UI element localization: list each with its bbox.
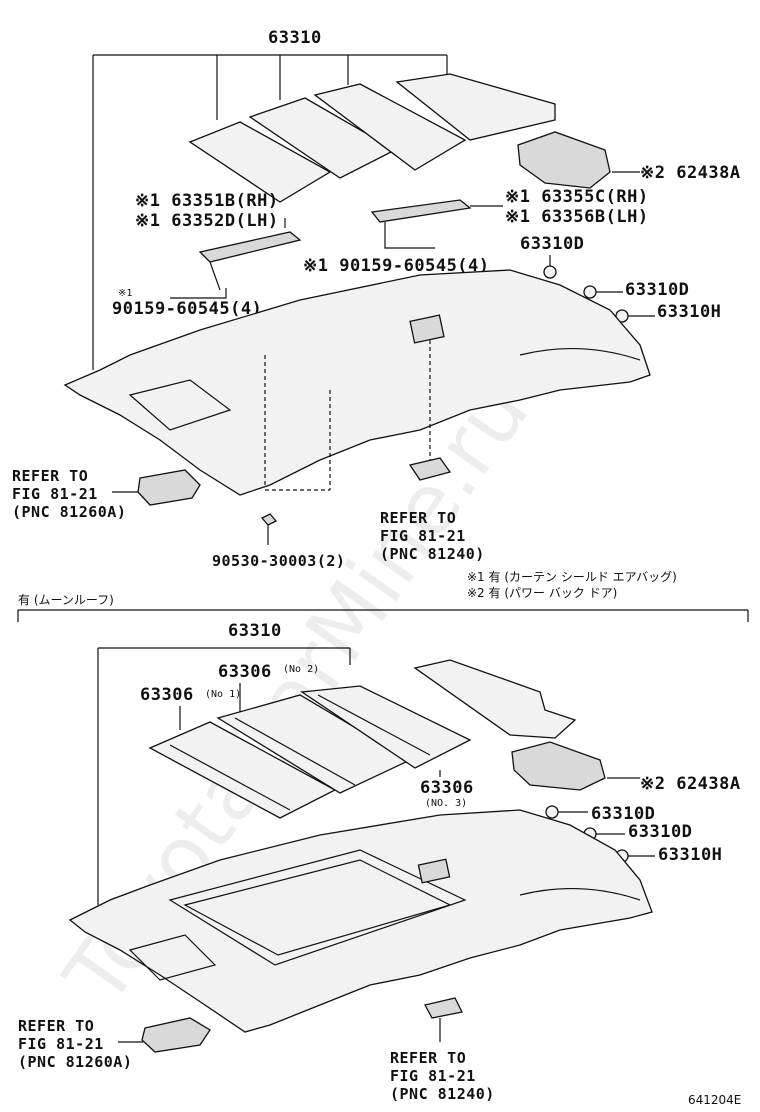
callout-63306-no2-sub: (No 2) [283, 664, 319, 675]
refer-left-bottom-1: REFER TO [18, 1017, 94, 1035]
rear-pad-bottom [413, 659, 577, 739]
figure-code: 641204E [688, 1093, 741, 1107]
refer-left-top-3: (PNC 81260A) [12, 503, 126, 521]
callout-63310d-bottom-a: 63310D [591, 804, 655, 824]
headliner-bottom [68, 809, 653, 1033]
headliner-pads-top [188, 73, 556, 203]
pad-62438a-bottom [511, 741, 606, 791]
refer-left-top-2: FIG 81-21 [12, 485, 98, 503]
refer-left-bottom-3: (PNC 81260A) [18, 1053, 132, 1071]
callout-63306-no3-sub: (NO. 3) [425, 798, 467, 809]
callout-63310h-bottom: 63310H [658, 845, 722, 865]
callout-63310-bottom: 63310 [228, 621, 282, 641]
top-section: 63310 ※2 62438A ※1 63351B(RH) ※1 63352D(… [12, 28, 741, 600]
callout-63310d-top-b: 63310D [625, 280, 689, 300]
callout-62438a-bottom: ※2 62438A [640, 774, 741, 794]
note-2: ※2 有 (パワー バック ドア) [467, 586, 617, 600]
section-divider-label: 有 (ムーンルーフ) [18, 593, 114, 607]
assist-grip-left [198, 231, 302, 263]
callout-90530: 90530-30003(2) [212, 552, 345, 570]
map-lamp-top [137, 469, 201, 506]
callout-63310-top: 63310 [268, 28, 322, 48]
callout-90159-left: 90159-60545(4) [112, 299, 262, 319]
callout-63310d-bottom-b: 63310D [628, 822, 692, 842]
callout-63306-no1: 63306 [140, 685, 194, 705]
pad-62438a-top [517, 131, 611, 189]
refer-center-bottom-2: FIG 81-21 [390, 1067, 476, 1085]
dome-lamp-bottom [424, 997, 463, 1019]
refer-center-top-3: (PNC 81240) [380, 545, 485, 563]
callout-63352d: ※1 63352D(LH) [135, 211, 279, 231]
refer-center-top-1: REFER TO [380, 509, 456, 527]
refer-center-bottom-3: (PNC 81240) [390, 1085, 495, 1103]
moonroof-pads [148, 685, 472, 819]
callout-90159-left-note: ※1 [118, 288, 132, 299]
callout-90159-right: ※1 90159-60545(4) [303, 256, 490, 276]
callout-63306-no2: 63306 [218, 662, 272, 682]
refer-left-top-1: REFER TO [12, 467, 88, 485]
headliner-top [63, 269, 651, 496]
refer-center-bottom-1: REFER TO [390, 1049, 466, 1067]
assist-grip-right [370, 199, 472, 223]
map-lamp-bottom [141, 1017, 211, 1053]
refer-center-top-2: FIG 81-21 [380, 527, 466, 545]
note-1: ※1 有 (カーテン シールド エアバッグ) [467, 570, 677, 584]
callout-63356b: ※1 63356B(LH) [505, 207, 649, 227]
bottom-section: 63310 63306 (No 2) 63306 (No 1) 63306 (N… [18, 621, 741, 1103]
callout-63310h-top: 63310H [657, 302, 721, 322]
section-divider: 有 (ムーンルーフ) [17, 593, 749, 622]
callout-63351b: ※1 63351B(RH) [135, 191, 279, 211]
refer-left-bottom-2: FIG 81-21 [18, 1035, 104, 1053]
callout-63306-no3: 63306 [420, 778, 474, 798]
callout-63310d-top-a: 63310D [520, 234, 584, 254]
callout-63306-no1-sub: (No 1) [205, 689, 241, 700]
callout-62438a-top: ※2 62438A [640, 163, 741, 183]
callout-63355c: ※1 63355C(RH) [505, 187, 649, 207]
dome-lamp-top [408, 457, 452, 481]
